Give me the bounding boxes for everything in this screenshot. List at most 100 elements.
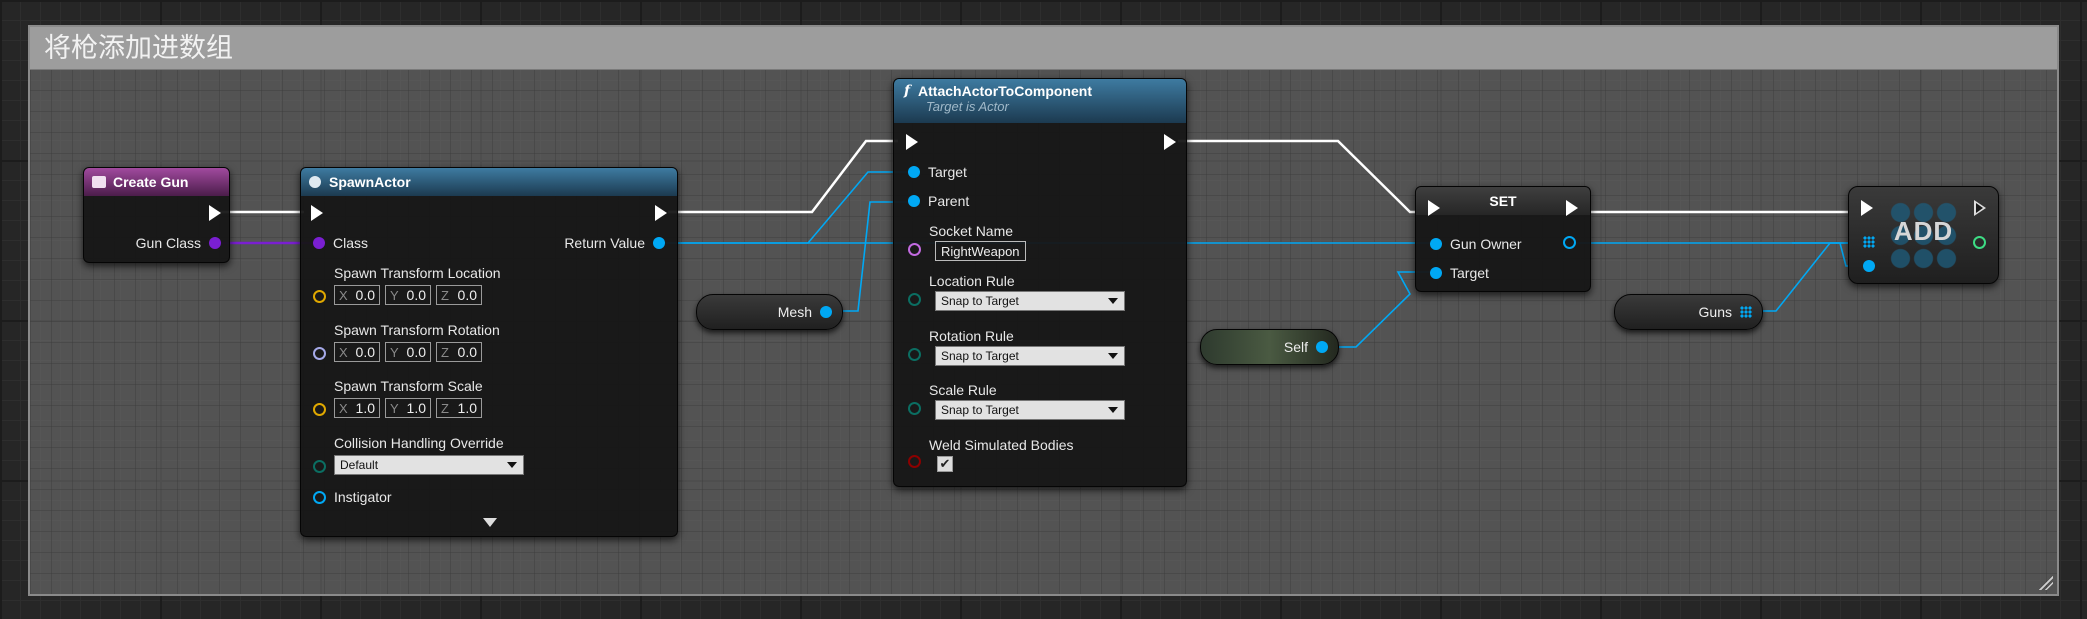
socket-name-input[interactable]: RightWeapon bbox=[935, 241, 1026, 261]
target-pin-row[interactable]: Target bbox=[908, 164, 967, 180]
set-header[interactable]: SET bbox=[1416, 187, 1590, 215]
index-out-pin[interactable] bbox=[1973, 236, 1986, 249]
class-pin[interactable] bbox=[313, 237, 325, 249]
mesh-variable-node[interactable]: Mesh bbox=[696, 294, 843, 330]
self-variable-node[interactable]: Self bbox=[1200, 329, 1339, 365]
rotation-rule-dropdown[interactable]: Snap to Target bbox=[935, 346, 1125, 366]
class-pin-row[interactable]: Class bbox=[313, 235, 368, 251]
scale-rule-dropdown[interactable]: Snap to Target bbox=[935, 400, 1125, 420]
exec-out-pin[interactable] bbox=[655, 205, 667, 221]
scale-y-value: 1.0 bbox=[406, 400, 426, 416]
gun-class-pin-row[interactable]: Gun Class bbox=[136, 235, 221, 251]
exec-out-pin-row[interactable] bbox=[1164, 134, 1176, 150]
self-pin[interactable] bbox=[1316, 341, 1328, 353]
exec-in-pin[interactable] bbox=[311, 205, 323, 221]
attach-actor-node[interactable]: f AttachActorToComponent Target is Actor… bbox=[893, 78, 1187, 487]
instigator-row[interactable]: Instigator bbox=[313, 489, 392, 505]
chevron-down-icon bbox=[1108, 298, 1118, 304]
chevron-down-icon bbox=[1108, 407, 1118, 413]
guns-variable-node[interactable]: Guns bbox=[1614, 294, 1763, 330]
location-rule-row[interactable]: Location Rule Snap to Target bbox=[908, 273, 1125, 311]
axis-x-label: X bbox=[339, 344, 348, 360]
exec-out-pin[interactable] bbox=[1566, 200, 1578, 216]
exec-out-pin-row[interactable] bbox=[655, 205, 667, 221]
target-pin[interactable] bbox=[908, 166, 920, 178]
resize-grip-icon[interactable] bbox=[2039, 576, 2053, 590]
mesh-pin[interactable] bbox=[820, 306, 832, 318]
return-value-pin-row[interactable]: Return Value bbox=[564, 235, 665, 251]
weld-row[interactable]: Weld Simulated Bodies ✔ bbox=[908, 437, 1073, 472]
array-add-node[interactable]: ADD bbox=[1848, 186, 1999, 284]
new-item-pin[interactable] bbox=[1863, 260, 1875, 272]
axis-x-label: X bbox=[339, 400, 348, 416]
scale-rule-row[interactable]: Scale Rule Snap to Target bbox=[908, 382, 1125, 420]
parent-pin[interactable] bbox=[908, 195, 920, 207]
parent-pin-row[interactable]: Parent bbox=[908, 193, 969, 209]
exec-out-pin-row[interactable] bbox=[209, 205, 221, 221]
gun-owner-out-pin-row[interactable] bbox=[1563, 236, 1576, 249]
expand-arrow-icon[interactable] bbox=[483, 518, 497, 527]
scale-x-field[interactable]: X 1.0 bbox=[334, 398, 380, 418]
set-target-pin-row[interactable]: Target bbox=[1430, 265, 1489, 281]
collision-dropdown[interactable]: Default bbox=[334, 455, 524, 475]
rotation-rule-row[interactable]: Rotation Rule Snap to Target bbox=[908, 328, 1125, 366]
exec-in-pin-row[interactable] bbox=[311, 205, 323, 221]
scale-x-value: 1.0 bbox=[355, 400, 375, 416]
rotation-pin[interactable] bbox=[313, 346, 326, 360]
array-grid-icon[interactable] bbox=[1740, 306, 1752, 318]
location-rule-pin[interactable] bbox=[908, 292, 921, 306]
exec-in-pin[interactable] bbox=[1428, 200, 1440, 216]
gun-owner-pin[interactable] bbox=[1430, 238, 1442, 250]
weld-checkbox[interactable]: ✔ bbox=[937, 456, 953, 472]
socket-row[interactable]: Socket Name RightWeapon bbox=[908, 223, 1026, 261]
spawn-actor-header[interactable]: SpawnActor bbox=[301, 168, 677, 196]
gun-owner-pin-row[interactable]: Gun Owner bbox=[1430, 236, 1522, 252]
exec-out-pin[interactable] bbox=[1164, 134, 1176, 150]
return-value-pin[interactable] bbox=[653, 237, 665, 249]
exec-in-pin[interactable] bbox=[906, 134, 918, 150]
exec-in-pin-row[interactable] bbox=[1428, 200, 1440, 216]
location-rule-dropdown[interactable]: Snap to Target bbox=[935, 291, 1125, 311]
exec-out-pin[interactable] bbox=[1974, 200, 1986, 216]
exec-in-pin-row[interactable] bbox=[906, 134, 918, 150]
instigator-pin[interactable] bbox=[313, 490, 326, 504]
set-target-pin[interactable] bbox=[1430, 267, 1442, 279]
create-gun-header[interactable]: Create Gun bbox=[84, 168, 229, 196]
exec-in-pin[interactable] bbox=[1861, 200, 1873, 216]
weld-pin[interactable] bbox=[908, 455, 921, 468]
set-node[interactable]: SET Gun Owner Target bbox=[1415, 186, 1591, 292]
location-pin[interactable] bbox=[313, 289, 326, 303]
scale-pin[interactable] bbox=[313, 402, 326, 416]
attach-actor-header[interactable]: f AttachActorToComponent Target is Actor bbox=[894, 79, 1186, 123]
exec-in-pin-row[interactable] bbox=[1861, 200, 1873, 216]
scale-rule-pin[interactable] bbox=[908, 401, 921, 415]
exec-out-pin-row[interactable] bbox=[1566, 200, 1578, 216]
new-item-pin-row[interactable] bbox=[1863, 260, 1883, 272]
collision-row[interactable]: Collision Handling Override Default bbox=[313, 435, 524, 475]
rotation-rule-pin[interactable] bbox=[908, 347, 921, 361]
exec-out-pin-row[interactable] bbox=[1974, 200, 1986, 216]
target-array-pin-row[interactable] bbox=[1863, 236, 1883, 248]
create-gun-node[interactable]: Create Gun Gun Class bbox=[83, 167, 230, 263]
socket-pin[interactable] bbox=[908, 242, 921, 256]
comment-title[interactable]: 将枪添加进数组 bbox=[30, 27, 2057, 70]
collision-pin[interactable] bbox=[313, 459, 326, 473]
spawn-actor-node[interactable]: SpawnActor Class Return Value Spawn Tran… bbox=[300, 167, 678, 537]
array-grid-icon[interactable] bbox=[1863, 236, 1875, 248]
exec-out-pin[interactable] bbox=[209, 205, 221, 221]
gun-owner-out-pin[interactable] bbox=[1563, 236, 1576, 249]
chevron-down-icon bbox=[507, 462, 517, 468]
gun-class-pin[interactable] bbox=[209, 237, 221, 249]
index-out-pin-row[interactable] bbox=[1973, 236, 1986, 249]
